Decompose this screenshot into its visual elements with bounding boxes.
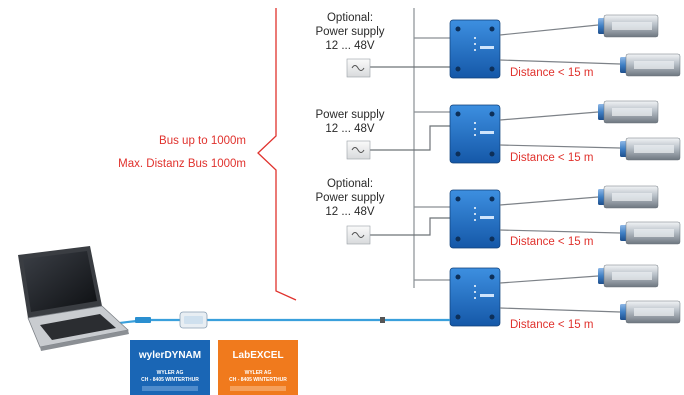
usb-cable [103, 317, 450, 328]
usb-converter-icon [179, 311, 208, 329]
distance-label: Distance < 15 m [510, 67, 593, 79]
sensor-icon [598, 185, 659, 209]
svg-text:Power supply: Power supply [315, 192, 384, 204]
station-4: Distance < 15 m [449, 264, 681, 331]
distance-label: Distance < 15 m [510, 319, 593, 331]
sensor-cable [499, 196, 599, 206]
svg-text:Power supply: Power supply [315, 109, 384, 121]
svg-text:12 ... 48V: 12 ... 48V [325, 123, 375, 135]
svg-text:Power supply: Power supply [315, 26, 384, 38]
svg-text:Optional:: Optional: [327, 12, 373, 24]
junction-box-icon [449, 267, 501, 327]
power-supply-icon [346, 58, 371, 78]
station-1: Optional: Power supply 12 ... 48V Dist [315, 12, 681, 79]
junction-box-icon [449, 104, 501, 164]
sensor-cable [499, 59, 621, 65]
supply-label: Power supply 12 ... 48V [315, 109, 384, 135]
sensor-icon [598, 100, 659, 124]
sensor-cable [499, 24, 599, 36]
svg-text:wylerDYNAM: wylerDYNAM [138, 350, 201, 361]
sensor-icon [620, 53, 681, 77]
station-3: Optional: Power supply 12 ... 48V Dist [315, 178, 681, 249]
supply-label: Optional: Power supply 12 ... 48V [315, 178, 384, 218]
station-2: Power supply 12 ... 48V Distance < 15 m [315, 100, 681, 164]
power-wires [370, 66, 450, 236]
wylerdynam-software-box: wylerDYNAM WYLER AG CH - 8405 WINTERTHUR [130, 340, 210, 395]
sensor-cable [499, 229, 621, 234]
svg-text:WYLER AG: WYLER AG [245, 370, 272, 376]
svg-text:12 ... 48V: 12 ... 48V [325, 40, 375, 52]
power-supply-icon [346, 140, 371, 160]
sensor-icon [620, 300, 681, 324]
bus-backbone [413, 8, 450, 288]
sensor-icon [598, 264, 659, 288]
laptop-icon [18, 246, 129, 351]
sensor-cable [499, 275, 599, 284]
sensor-icon [598, 14, 659, 38]
sensor-cable [499, 144, 621, 149]
labexcel-software-box: LabEXCEL WYLER AG CH - 8405 WINTERTHUR [218, 340, 298, 395]
svg-text:CH - 8405 WINTERTHUR: CH - 8405 WINTERTHUR [229, 377, 287, 383]
svg-text:LabEXCEL: LabEXCEL [232, 350, 283, 361]
distance-label: Distance < 15 m [510, 152, 593, 164]
bus-label-max: Max. Distanz Bus 1000m [118, 158, 246, 170]
svg-text:12 ... 48V: 12 ... 48V [325, 206, 375, 218]
sensor-cable [499, 111, 599, 121]
sensor-icon [620, 221, 681, 245]
sensor-icon [620, 137, 681, 161]
junction-box-icon [449, 19, 501, 79]
svg-text:Optional:: Optional: [327, 178, 373, 190]
bus-label: Bus up to 1000m [159, 135, 246, 147]
junction-box-icon [449, 189, 501, 249]
supply-label: Optional: Power supply 12 ... 48V [315, 12, 384, 52]
bus-bracket [257, 8, 297, 301]
sensor-cable [499, 307, 621, 313]
svg-text:WYLER AG: WYLER AG [157, 370, 184, 376]
power-supply-icon [346, 225, 371, 245]
distance-label: Distance < 15 m [510, 236, 593, 248]
svg-text:CH - 8405 WINTERTHUR: CH - 8405 WINTERTHUR [141, 377, 199, 383]
